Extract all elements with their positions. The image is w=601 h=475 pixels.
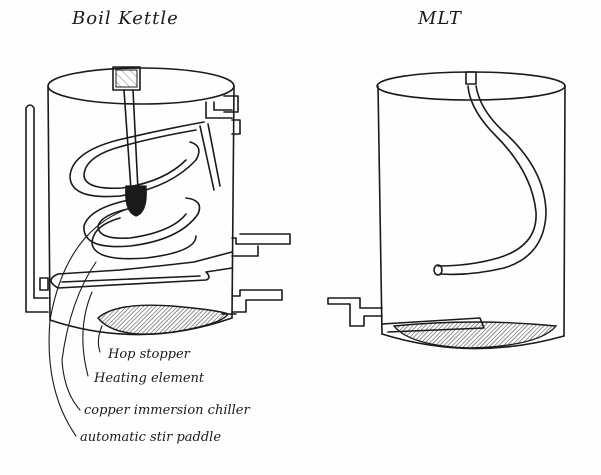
stir-paddle-shaft [123,89,139,191]
mlt-outlet-valve [327,297,383,327]
drain-valve [231,289,283,313]
sight-glass-bracket [39,277,49,291]
mlt-rim [376,71,566,101]
stir-paddle-leader [48,207,131,437]
chiller-outlet-pipe [205,101,233,119]
chiller-coil-loop-1 [69,121,205,198]
mlt-inlet-fitting [465,71,477,85]
stir-paddle-label: automatic stir paddle [80,430,221,445]
stir-motor-body [115,69,138,88]
chiller-coil-loop-2 [83,197,201,248]
chiller-feed-pipe [199,123,221,191]
chiller-coil-loop-2-inner [97,205,187,240]
sparge-hose-inner [439,85,547,276]
stir-motor [112,66,141,91]
chiller-fitting-1 [223,95,239,113]
heating-element-loop [50,251,233,289]
boil-kettle [25,66,291,437]
sparge-hose-end [433,264,443,276]
chiller-fitting-2 [231,119,241,135]
chiller-leader [61,261,97,411]
mash-lauter-tun [327,71,566,350]
hop-stopper-leader [97,325,103,353]
sight-glass-tube [25,104,35,299]
mlt-pickup-tube [381,317,485,333]
sight-glass-fitting [25,297,49,313]
mlt-right-wall [563,85,566,337]
mlt-title: MLT [417,8,463,29]
heating-element-label: Heating element [93,371,205,386]
copper-chiller-label: copper immersion chiller [84,403,250,418]
boil-kettle-title: Boil Kettle [71,8,179,29]
hop-stopper [97,304,230,335]
heating-element-leader [82,291,93,377]
kettle-left-wall [47,85,51,321]
kettle-rim [47,67,235,105]
heating-element-terminal [231,233,291,257]
chiller-coil-loop-1-inner [83,129,197,190]
mlt-false-bottom [392,321,558,349]
hop-stopper-label: Hop stopper [107,347,191,362]
chiller-coil-loop-3 [91,217,197,260]
mlt-left-wall [377,85,383,335]
kettle-right-wall [231,85,235,319]
sparge-hose-outer [437,85,537,267]
